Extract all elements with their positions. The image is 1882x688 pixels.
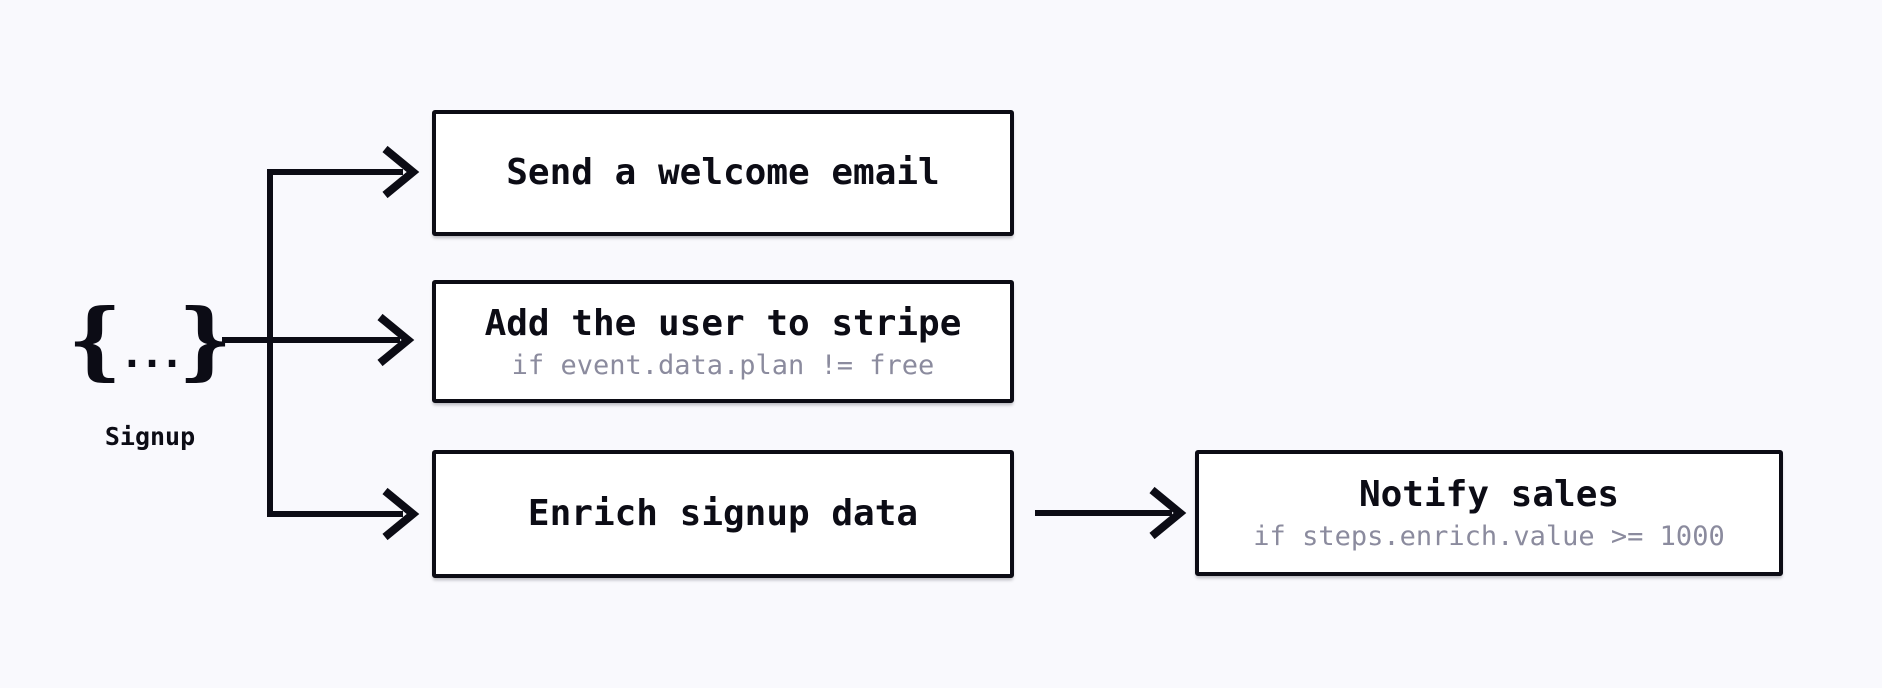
step-notify-sales[interactable]: Notify sales if steps.enrich.value >= 10… bbox=[1195, 450, 1783, 576]
event-json-icon[interactable]: { ... } bbox=[68, 288, 232, 388]
step-condition: if event.data.plan != free bbox=[511, 349, 935, 381]
arrow-event-to-stripe bbox=[222, 313, 415, 367]
ellipsis-glyph: ... bbox=[119, 331, 184, 377]
right-brace-glyph: } bbox=[178, 290, 233, 389]
step-title: Enrich signup data bbox=[527, 493, 919, 534]
step-condition: if steps.enrich.value >= 1000 bbox=[1253, 521, 1725, 552]
arrow-event-to-welcome bbox=[267, 145, 420, 199]
step-enrich-signup-data[interactable]: Enrich signup data bbox=[432, 450, 1014, 578]
step-title: Notify sales bbox=[1358, 474, 1620, 515]
step-add-user-to-stripe[interactable]: Add the user to stripe if event.data.pla… bbox=[432, 280, 1014, 403]
arrow-event-to-enrich bbox=[267, 487, 420, 541]
arrow-enrich-to-notify bbox=[1035, 486, 1187, 540]
step-send-welcome-email[interactable]: Send a welcome email bbox=[432, 110, 1014, 236]
step-title: Add the user to stripe bbox=[484, 302, 962, 344]
event-label: Signup bbox=[104, 422, 196, 451]
step-title: Send a welcome email bbox=[506, 152, 940, 193]
left-brace-glyph: { bbox=[67, 290, 122, 389]
